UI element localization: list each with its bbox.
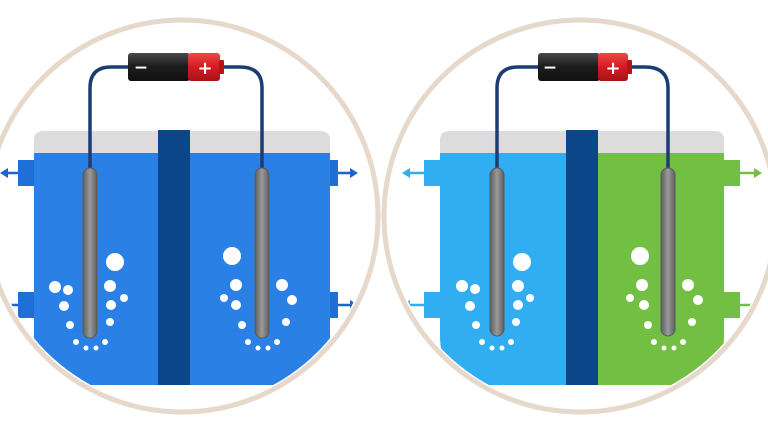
membrane (158, 130, 190, 385)
arrow-out-upper-left (402, 168, 424, 178)
bubbles-left (456, 253, 534, 351)
battery: − + (538, 53, 632, 81)
electrode-right (660, 167, 676, 337)
arrow-out-upper-right (338, 168, 358, 178)
bubbles-right (220, 247, 297, 351)
battery-negative-sign: − (134, 58, 148, 78)
electrode-right (254, 167, 270, 339)
panel-right: − + (381, 17, 768, 415)
membrane (566, 130, 598, 385)
wire (495, 65, 670, 175)
wire (88, 65, 264, 175)
bubbles-right (626, 247, 703, 351)
arrow-out-upper-left (0, 168, 18, 178)
panel-left: − + (0, 17, 381, 415)
battery-positive-sign: + (197, 58, 212, 79)
bubbles-left (49, 253, 128, 351)
electrode-left (489, 167, 505, 337)
battery-negative-sign: − (543, 58, 557, 78)
battery-positive-sign: + (605, 58, 620, 79)
battery: − + (128, 53, 224, 81)
arrow-out-upper-right (740, 168, 762, 178)
electrode-left (82, 167, 98, 339)
